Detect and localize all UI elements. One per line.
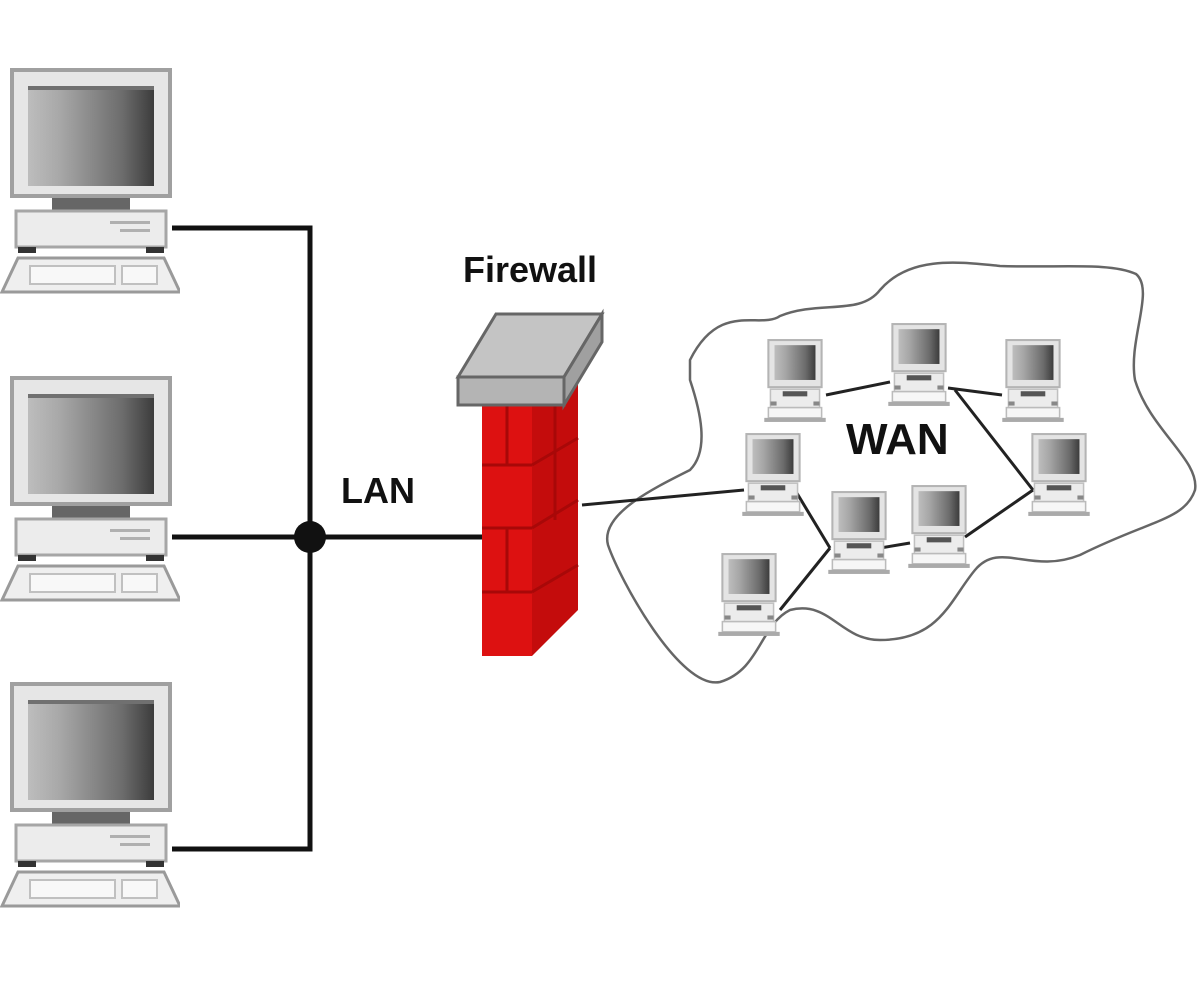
wire-lan-pc-1 <box>172 225 313 537</box>
wan-computer-1-icon <box>763 339 827 423</box>
wan-computer-8-icon <box>717 553 781 637</box>
wan-computer-4-icon <box>741 433 805 517</box>
wire-wan-6-7 <box>879 541 911 550</box>
lan-computer-2-icon <box>0 376 180 602</box>
wire-wan-4-6 <box>793 489 832 549</box>
lan-computer-1-icon <box>0 68 180 294</box>
wire-firewall-wan <box>581 488 745 507</box>
wan-computer-5-icon <box>1027 433 1091 517</box>
wire-wan-7-5 <box>964 488 1034 539</box>
wan-computer-3-icon <box>1001 339 1065 423</box>
firewall-label: Firewall <box>463 249 597 290</box>
lan-hub-node <box>294 521 326 553</box>
wan-cloud-outline <box>605 261 1197 684</box>
firewall-icon <box>455 308 605 656</box>
lan-computer-3-icon <box>0 682 180 908</box>
wire-wan-8-6 <box>778 547 832 611</box>
lan-wiring <box>172 225 482 852</box>
wan-wiring <box>581 380 1035 611</box>
wan-computer-6-icon <box>827 491 891 575</box>
wire-wan-2-5 <box>953 389 1035 491</box>
lan-label: LAN <box>341 470 415 511</box>
wire-wan-1-2 <box>825 380 891 397</box>
wire-lan-pc-3 <box>172 537 313 852</box>
wan-label: WAN <box>846 415 949 464</box>
wire-wan-2-3 <box>947 386 1003 397</box>
wan-computer-2-icon <box>887 323 951 407</box>
wan-computer-7-icon <box>907 485 971 569</box>
